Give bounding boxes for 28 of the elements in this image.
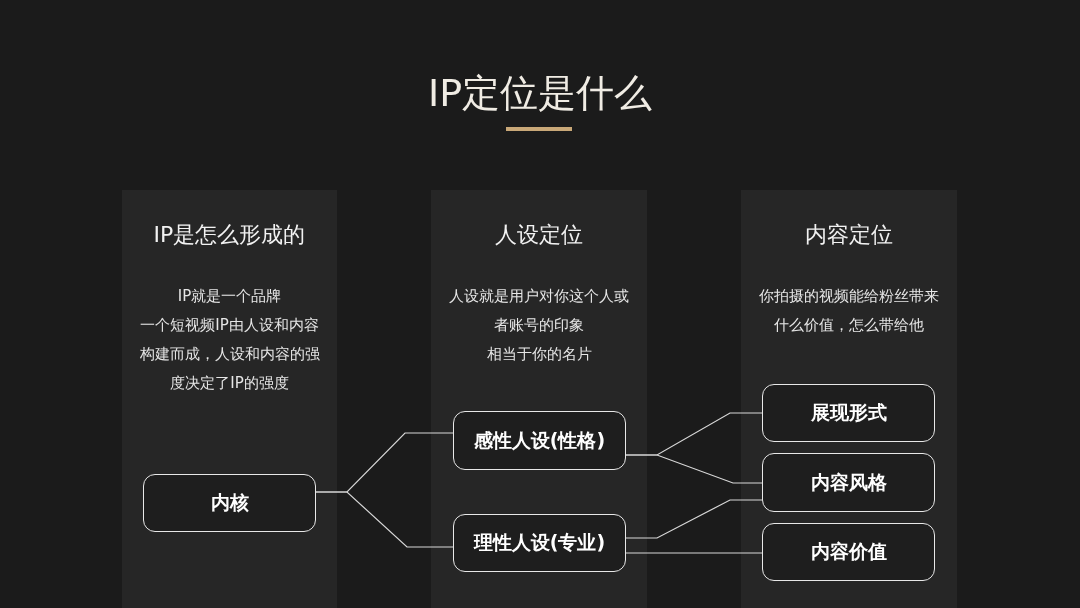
- rounded-box: [453, 514, 626, 572]
- connector-line: [625, 552, 763, 554]
- box-label: 内核: [210, 490, 249, 515]
- panel-heading: IP是怎么形成的: [152, 221, 307, 249]
- body-text: 相当于你的名片: [485, 344, 593, 365]
- box-label: 理性人设(专业): [473, 530, 606, 555]
- body-text: 你拍摄的视频能给粉丝带来什么价值，怎么带给他: [758, 286, 940, 336]
- body-text: 人设就是用户对你这个人或者账号的印象: [448, 286, 630, 336]
- rounded-box: [762, 523, 935, 581]
- panel-card: [431, 190, 647, 608]
- rounded-box: [762, 384, 935, 442]
- panel-heading: 人设定位: [494, 221, 584, 249]
- box-label: 展现形式: [810, 400, 887, 425]
- box-label: 感性人设(性格): [473, 427, 606, 453]
- connector-line: [315, 491, 454, 548]
- panel-card: [741, 190, 957, 608]
- box-label: 内容价值: [810, 539, 887, 564]
- panel-heading: 内容定位: [804, 221, 894, 249]
- rounded-box: [453, 411, 626, 470]
- rounded-box: [762, 453, 935, 512]
- box-label: 内容风格: [810, 469, 887, 495]
- body-text: IP就是一个品牌: [176, 286, 283, 307]
- rounded-box: [143, 474, 316, 532]
- connector-line: [625, 454, 763, 484]
- connector-line: [625, 499, 763, 539]
- panel-card: [122, 190, 337, 608]
- title: IP定位是什么: [426, 70, 654, 117]
- body-text: 一个短视频IP由人设和内容构建而成，人设和内容的强度决定了IP的强度: [138, 315, 321, 394]
